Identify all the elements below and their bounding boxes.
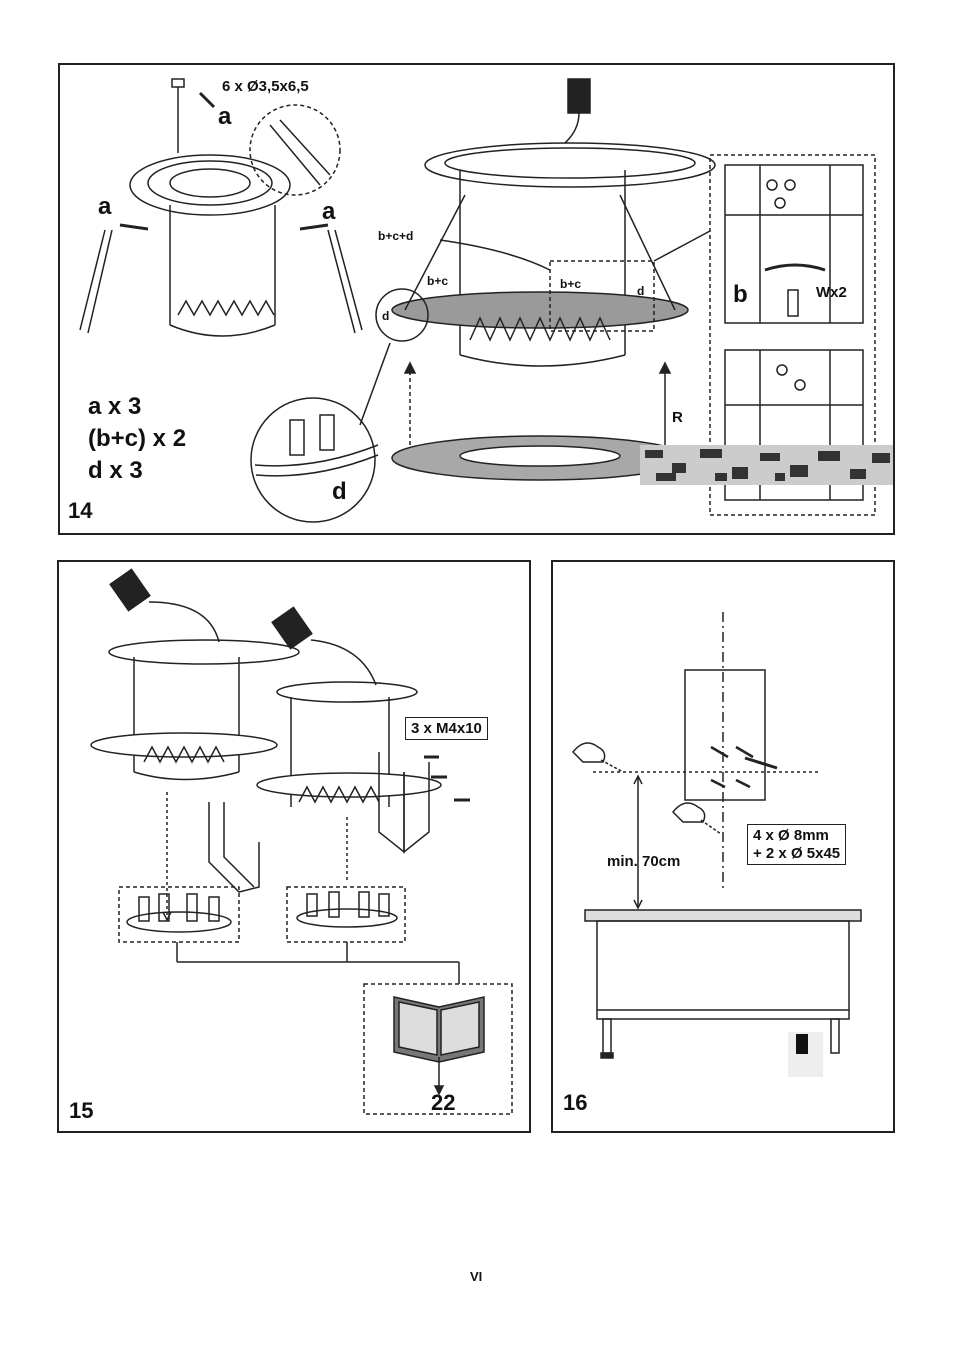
figure-number-14: 14 — [68, 498, 93, 523]
label-a-left: a — [98, 193, 112, 220]
quantity-bc: (b+c) x 2 — [88, 425, 187, 452]
quantity-a: a x 3 — [88, 393, 142, 420]
figure-14-panel: 6 x Ø3,5x6,5 a a a b+c+d b+c b+c d d d b… — [58, 63, 895, 535]
label-d-box: d — [637, 284, 645, 298]
label-b: b — [733, 281, 748, 308]
label-a-top: a — [218, 103, 232, 130]
screw-spec-box: 3 x M4x10 — [405, 717, 488, 740]
figure-16-drawing — [571, 612, 862, 1077]
fixings-line-2: + 2 x Ø 5x45 — [753, 845, 841, 862]
min-height-label: min. 70cm — [607, 853, 681, 870]
label-r: R — [672, 409, 683, 426]
label-wx2: Wx2 — [816, 284, 847, 301]
figure-number-15: 15 — [69, 1098, 94, 1123]
figure-15-drawing — [90, 568, 513, 1115]
figure-16-panel: 4 x Ø 8mm + 2 x Ø 5x45 min. 70cm 16 — [551, 560, 895, 1133]
figure-number-16: 16 — [563, 1090, 588, 1115]
fixings-box: 4 x Ø 8mm + 2 x Ø 5x45 — [747, 824, 847, 865]
label-bcd: b+c+d — [378, 229, 414, 243]
screw-spec-label: 6 x Ø3,5x6,5 — [222, 78, 309, 95]
label-a-right: a — [322, 198, 336, 225]
figure-15-panel: 3 x M4x10 22 15 — [57, 560, 531, 1133]
page-number: VI — [470, 1269, 483, 1284]
fixings-line-1: 4 x Ø 8mm — [753, 827, 829, 844]
quantity-d: d x 3 — [88, 457, 143, 484]
label-d-detail: d — [332, 478, 347, 505]
label-bc-box: b+c — [560, 277, 582, 291]
page-reference: 22 — [431, 1090, 456, 1115]
label-d-circle: d — [382, 309, 390, 323]
label-bc-left: b+c — [427, 274, 449, 288]
figure-14-drawing — [79, 78, 893, 523]
